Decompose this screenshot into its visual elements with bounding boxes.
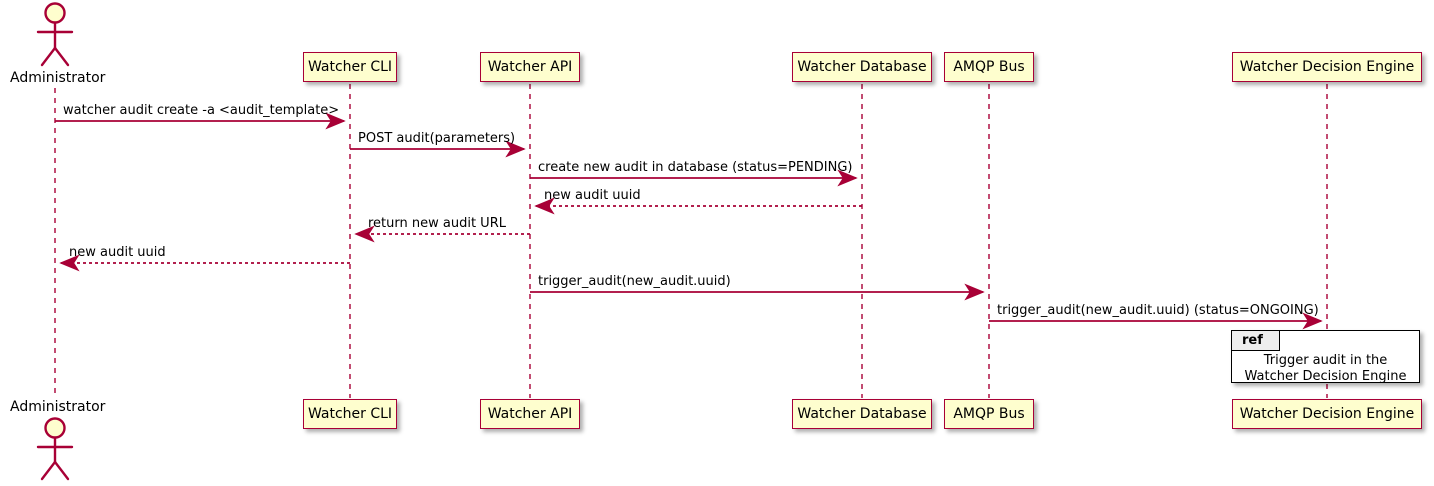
participant-label: Watcher CLI (307, 406, 393, 422)
message-label-2: POST audit(parameters) (358, 131, 516, 146)
ref-fragment-line-1: Trigger audit in the (1263, 353, 1388, 368)
actor-label-top: Administrator (10, 70, 106, 86)
lifelines (54, 84, 1328, 398)
participant-label: Watcher API (487, 59, 573, 75)
participant-box-decision-top[interactable]: Watcher Decision Engine (1232, 52, 1422, 82)
actor-figure-top (36, 2, 74, 67)
participant-box-db-top[interactable]: Watcher Database (792, 52, 932, 82)
message-label-8: trigger_audit(new_audit.uuid) (status=ON… (997, 303, 1319, 318)
participant-label: AMQP Bus (953, 59, 1025, 75)
participant-box-bus-bottom[interactable]: AMQP Bus (944, 399, 1034, 429)
message-label-3: create new audit in database (status=PEN… (538, 160, 853, 175)
message-label-4: new audit uuid (544, 188, 641, 203)
participant-box-cli-bottom[interactable]: Watcher CLI (303, 399, 397, 429)
participant-label: Watcher Decision Engine (1239, 406, 1415, 422)
participant-box-api-bottom[interactable]: Watcher API (480, 399, 580, 429)
participant-label: AMQP Bus (953, 406, 1025, 422)
participant-box-db-bottom[interactable]: Watcher Database (792, 399, 932, 429)
ref-fragment[interactable]: ref Trigger audit in the Watcher Decisio… (1231, 330, 1420, 385)
participant-label: Watcher Decision Engine (1239, 59, 1415, 75)
message-label-6: new audit uuid (69, 245, 166, 260)
message-label-5: return new audit URL (368, 216, 506, 231)
participant-box-bus-top[interactable]: AMQP Bus (944, 52, 1034, 82)
participant-label: Watcher Database (797, 59, 927, 75)
participant-label: Watcher Database (797, 406, 927, 422)
participant-box-decision-bottom[interactable]: Watcher Decision Engine (1232, 399, 1422, 429)
participant-box-api-top[interactable]: Watcher API (480, 52, 580, 82)
actor-label-bottom: Administrator (10, 399, 106, 415)
ref-fragment-body: Trigger audit in the Watcher Decision En… (1232, 353, 1419, 385)
message-arrows (55, 112, 1323, 330)
participant-label: Watcher API (487, 406, 573, 422)
actor-figure-bottom (36, 417, 74, 481)
ref-fragment-tab: ref (1232, 331, 1280, 351)
message-label-1: watcher audit create -a <audit_template> (63, 103, 340, 118)
participant-box-cli-top[interactable]: Watcher CLI (303, 52, 397, 82)
participant-label: Watcher CLI (307, 59, 393, 75)
message-label-7: trigger_audit(new_audit.uuid) (538, 274, 731, 289)
ref-fragment-line-2: Watcher Decision Engine (1244, 369, 1407, 384)
